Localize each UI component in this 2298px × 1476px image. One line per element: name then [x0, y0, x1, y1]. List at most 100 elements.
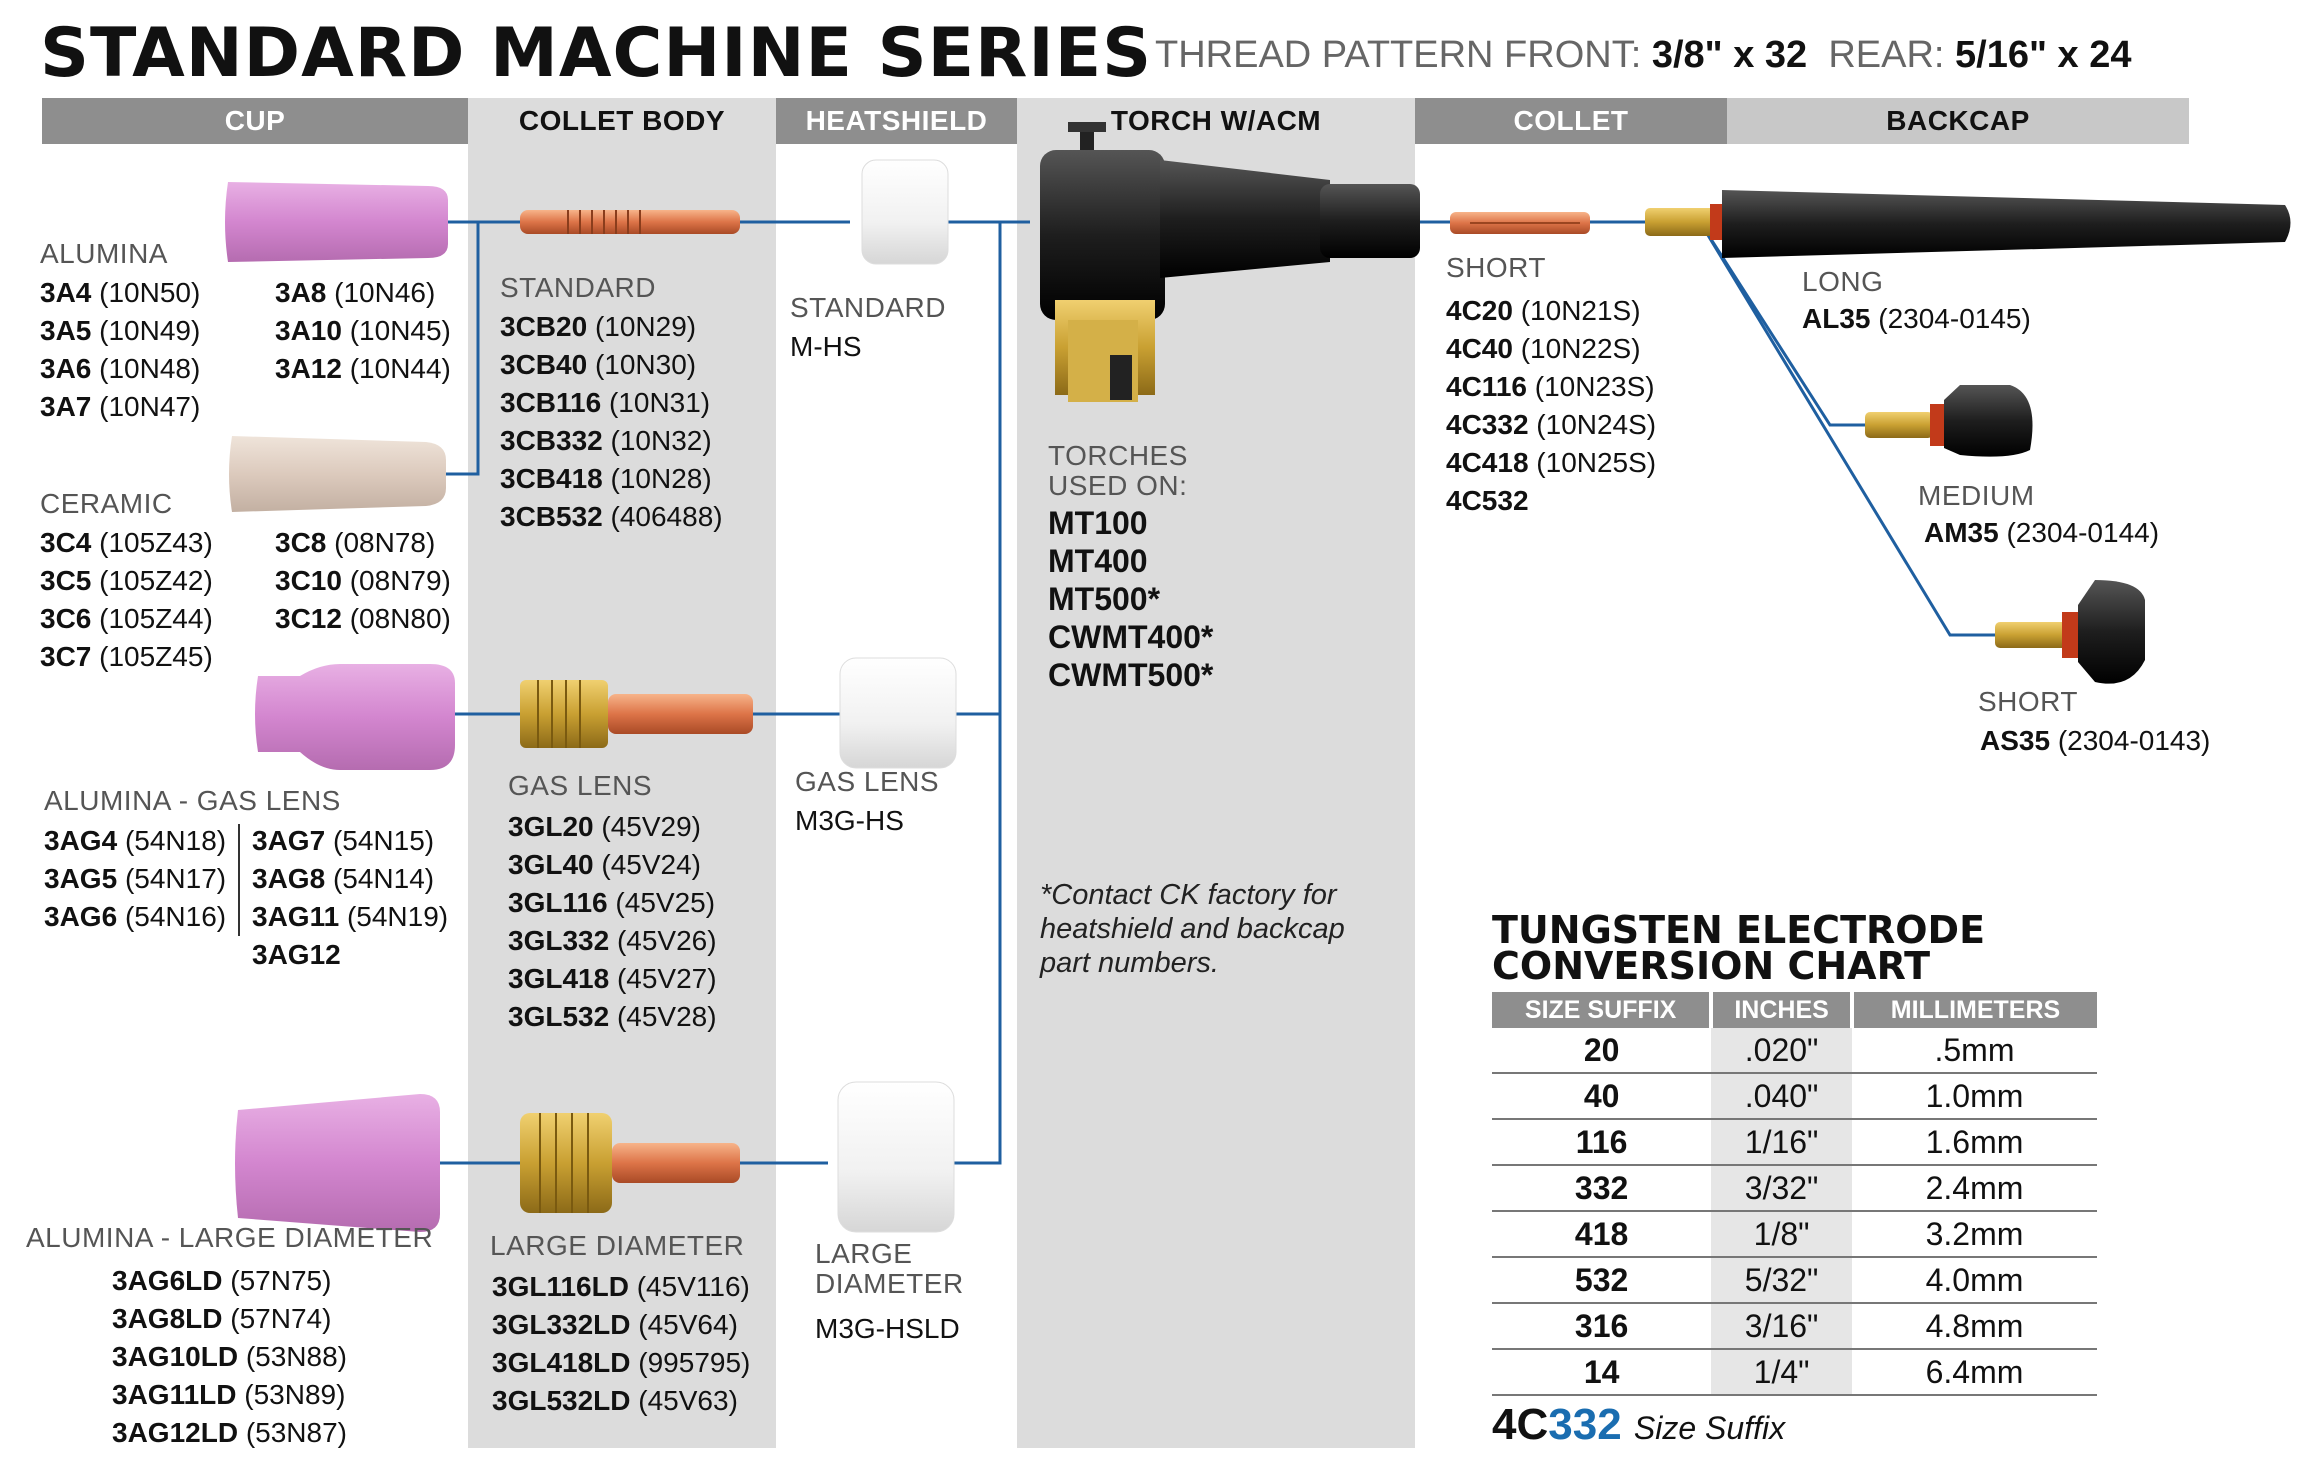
torch-body — [1040, 122, 1420, 402]
part-number: 3AG11 (54N19) — [252, 901, 449, 932]
gas-lens-cup-label: ALUMINA - GAS LENS — [44, 785, 341, 816]
large-diameter-collet-body-list: 3GL116LD (45V116) 3GL332LD (45V64) 3GL41… — [492, 1268, 750, 1420]
part-number: 3GL332 (45V26) — [508, 925, 717, 956]
short-backcap-label: SHORT — [1978, 686, 2078, 717]
part-number: 3A4 (10N50) — [40, 277, 201, 308]
page-title: STANDARD MACHINE SERIES — [40, 14, 1153, 93]
long-backcap-part: AL35 (2304-0145) — [1802, 303, 2031, 334]
part-number: 3A5 (10N49) — [40, 315, 201, 346]
torch-model: MT500* — [1048, 581, 1161, 617]
part-number: 3GL116LD (45V116) — [492, 1271, 750, 1302]
long-backcap-label: LONG — [1802, 266, 1884, 297]
header-collet: COLLET — [1415, 98, 1727, 144]
connector-lines — [440, 220, 1995, 1165]
gas-lens-heatshield — [839, 657, 957, 769]
part-number: 4C418 (10N25S) — [1446, 447, 1657, 478]
part-number: 3C6 (105Z44) — [40, 603, 213, 634]
column-header: SIZE SUFFIX — [1492, 992, 1714, 1028]
collet-body-column-bg — [468, 98, 776, 1448]
part-number: 3GL532 (45V28) — [508, 1001, 717, 1032]
part-number: 3GL40 (45V24) — [508, 849, 702, 880]
alumina-list-left: 3A4 (10N50) 3A5 (10N49) 3A6 (10N48) 3A7 … — [40, 274, 200, 426]
alumina-list-right: 3A8 (10N46) 3A10 (10N45) 3A12 (10N44) — [275, 274, 451, 388]
large-diameter-collet-body-label: LARGE DIAMETER — [490, 1230, 745, 1261]
part-number: 3AG5 (54N17) — [44, 863, 227, 894]
conversion-table: SIZE SUFFIX INCHES MILLIMETERS 20.020".5… — [1492, 992, 2097, 1396]
part-number: 3GL418LD (995795) — [492, 1347, 751, 1378]
gas-lens-cup — [255, 664, 455, 770]
standard-collet-body-label: STANDARD — [500, 272, 656, 303]
gas-lens-cup-list-left: 3AG4 (54N18) 3AG5 (54N17) 3AG6 (54N16) — [44, 822, 226, 936]
medium-backcap-label: MEDIUM — [1918, 480, 2035, 511]
part-number: 3GL116 (45V25) — [508, 887, 716, 918]
size-suffix-example: 4C332 Size Suffix — [1492, 1400, 1786, 1449]
header-collet-body: COLLET BODY — [468, 98, 776, 144]
gas-lens-collet-body — [520, 680, 753, 748]
standard-collet-body — [520, 210, 740, 234]
thread-pattern: THREAD PATTERN FRONT: 3/8" x 32 REAR: 5/… — [1155, 34, 2132, 77]
thread-front-value: 3/8" x 32 — [1651, 34, 1808, 76]
alumina-label: ALUMINA — [40, 238, 168, 269]
part-number: 4C40 (10N22S) — [1446, 333, 1641, 364]
conversion-chart-title: TUNGSTEN ELECTRODE CONVERSION CHART — [1492, 908, 1986, 988]
part-number: 4C332 (10N24S) — [1446, 409, 1657, 440]
large-diameter-collet-body — [520, 1113, 740, 1213]
standard-heatshield-label: STANDARD — [790, 292, 946, 323]
factory-note: *Contact CK factory for heatshield and b… — [1040, 879, 1345, 979]
thread-rear-value: 5/16" x 24 — [1955, 34, 2132, 76]
torch-model-list: MT100 MT400 MT500* CWMT400* CWMT500* — [1048, 504, 1213, 694]
part-number: 3AG10LD (53N88) — [112, 1341, 347, 1372]
ceramic-label: CERAMIC — [40, 488, 173, 519]
part-number: 3C8 (08N78) — [275, 527, 436, 558]
part-number: 3AG12LD (53N87) — [112, 1417, 347, 1448]
part-number: 3AG6LD (57N75) — [112, 1265, 332, 1296]
gas-lens-collet-body-list: 3GL20 (45V29) 3GL40 (45V24) 3GL116 (45V2… — [508, 808, 717, 1036]
medium-backcap-part: AM35 (2304-0144) — [1924, 517, 2160, 548]
table-row: 40.040"1.0mm — [1492, 1073, 2097, 1120]
part-number: 3GL332LD (45V64) — [492, 1309, 738, 1340]
ceramic-cup — [229, 436, 446, 512]
part-number: 4C116 (10N23S) — [1446, 371, 1655, 402]
part-number: 3C12 (08N80) — [275, 603, 451, 634]
part-number: 3CB116 (10N31) — [500, 387, 711, 418]
large-diameter-heatshield-label-2: DIAMETER — [815, 1268, 964, 1299]
gas-lens-cup-divider — [238, 824, 240, 936]
header-heatshield: HEATSHIELD — [776, 98, 1017, 144]
medium-backcap — [1865, 385, 2033, 457]
column-header: INCHES — [1711, 992, 1854, 1028]
torch-model: CWMT500* — [1048, 657, 1214, 693]
part-number: 3CB332 (10N32) — [500, 425, 712, 456]
part-number: 3CB40 (10N30) — [500, 349, 697, 380]
part-number: 3GL20 (45V29) — [508, 811, 702, 842]
large-diameter-cup-label: ALUMINA - LARGE DIAMETER — [26, 1222, 434, 1253]
part-number: 3AG7 (54N15) — [252, 825, 435, 856]
long-backcap — [1645, 190, 2291, 258]
part-number: 3C5 (105Z42) — [40, 565, 213, 596]
part-number: 3A10 (10N45) — [275, 315, 451, 346]
part-number: 3A7 (10N47) — [40, 391, 201, 422]
ceramic-list-right: 3C8 (08N78) 3C10 (08N79) 3C12 (08N80) — [275, 524, 451, 638]
part-number: 3AG8LD (57N74) — [112, 1303, 332, 1334]
torch-model: MT400 — [1048, 543, 1148, 579]
header-backcap: BACKCAP — [1727, 98, 2189, 144]
gas-lens-heatshield-part: M3G-HS — [795, 805, 904, 836]
gas-lens-heatshield-label: GAS LENS — [795, 766, 940, 797]
part-number: 3AG4 (54N18) — [44, 825, 227, 856]
part-number: 3A12 (10N44) — [275, 353, 451, 384]
standard-heatshield-part: M-HS — [790, 331, 862, 362]
part-number: 3GL418 (45V27) — [508, 963, 717, 994]
standard-collet-body-list: 3CB20 (10N29) 3CB40 (10N30) 3CB116 (10N3… — [500, 308, 723, 536]
part-number: 3AG8 (54N14) — [252, 863, 435, 894]
table-header-row: SIZE SUFFIX INCHES MILLIMETERS — [1492, 992, 2097, 1028]
large-diameter-heatshield-part: M3G-HSLD — [815, 1313, 960, 1344]
header-cup: CUP — [42, 98, 468, 144]
part-number: 3CB20 (10N29) — [500, 311, 697, 342]
thread-rear-label: REAR: — [1828, 34, 1945, 76]
part-number: 3CB532 (406488) — [500, 501, 723, 532]
